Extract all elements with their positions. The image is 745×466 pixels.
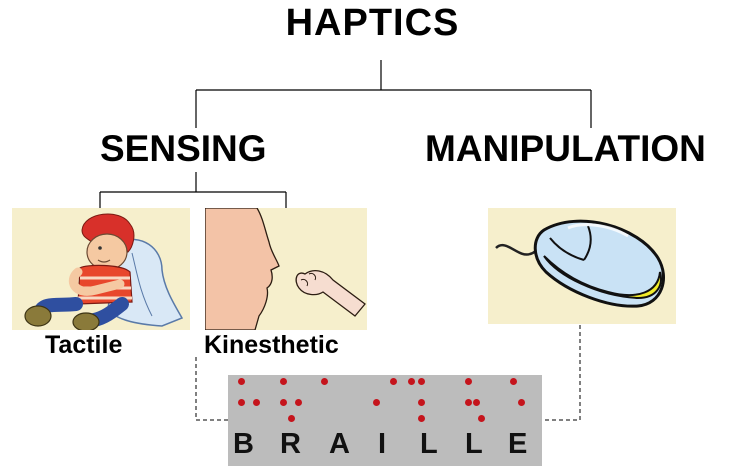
braille-dot — [280, 399, 287, 406]
kinesthetic-illustration — [205, 208, 367, 330]
braille-dot — [321, 378, 328, 385]
braille-dot — [408, 378, 415, 385]
title-haptics: HAPTICS — [285, 2, 460, 44]
braille-dot — [510, 378, 517, 385]
braille-letter: B — [233, 428, 254, 460]
braille-dot — [478, 415, 485, 422]
braille-letter: E — [508, 428, 528, 460]
braille-dot — [518, 399, 525, 406]
braille-strip — [228, 375, 542, 466]
braille-dot — [473, 399, 480, 406]
braille-dot — [238, 399, 245, 406]
braille-dot — [295, 399, 302, 406]
braille-dot — [253, 399, 260, 406]
braille-dot — [238, 378, 245, 385]
braille-dot — [390, 378, 397, 385]
braille-dot — [418, 378, 425, 385]
braille-dot — [465, 399, 472, 406]
braille-dot — [280, 378, 287, 385]
caption-tactile: Tactile — [45, 331, 123, 359]
braille-dot — [465, 378, 472, 385]
braille-letter: A — [329, 428, 350, 460]
braille-dot — [288, 415, 295, 422]
computer-mouse-illustration — [488, 208, 676, 324]
branch-manipulation: MANIPULATION — [425, 128, 706, 169]
braille-letter: L — [465, 428, 483, 460]
braille-dot — [418, 415, 425, 422]
caption-kinesthetic: Kinesthetic — [204, 331, 339, 359]
tactile-illustration — [12, 208, 190, 330]
braille-letter: L — [420, 428, 438, 460]
braille-dot — [418, 399, 425, 406]
braille-dot — [373, 399, 380, 406]
branch-sensing: SENSING — [100, 128, 267, 169]
braille-letter: I — [378, 428, 387, 460]
braille-letter: R — [280, 428, 301, 460]
